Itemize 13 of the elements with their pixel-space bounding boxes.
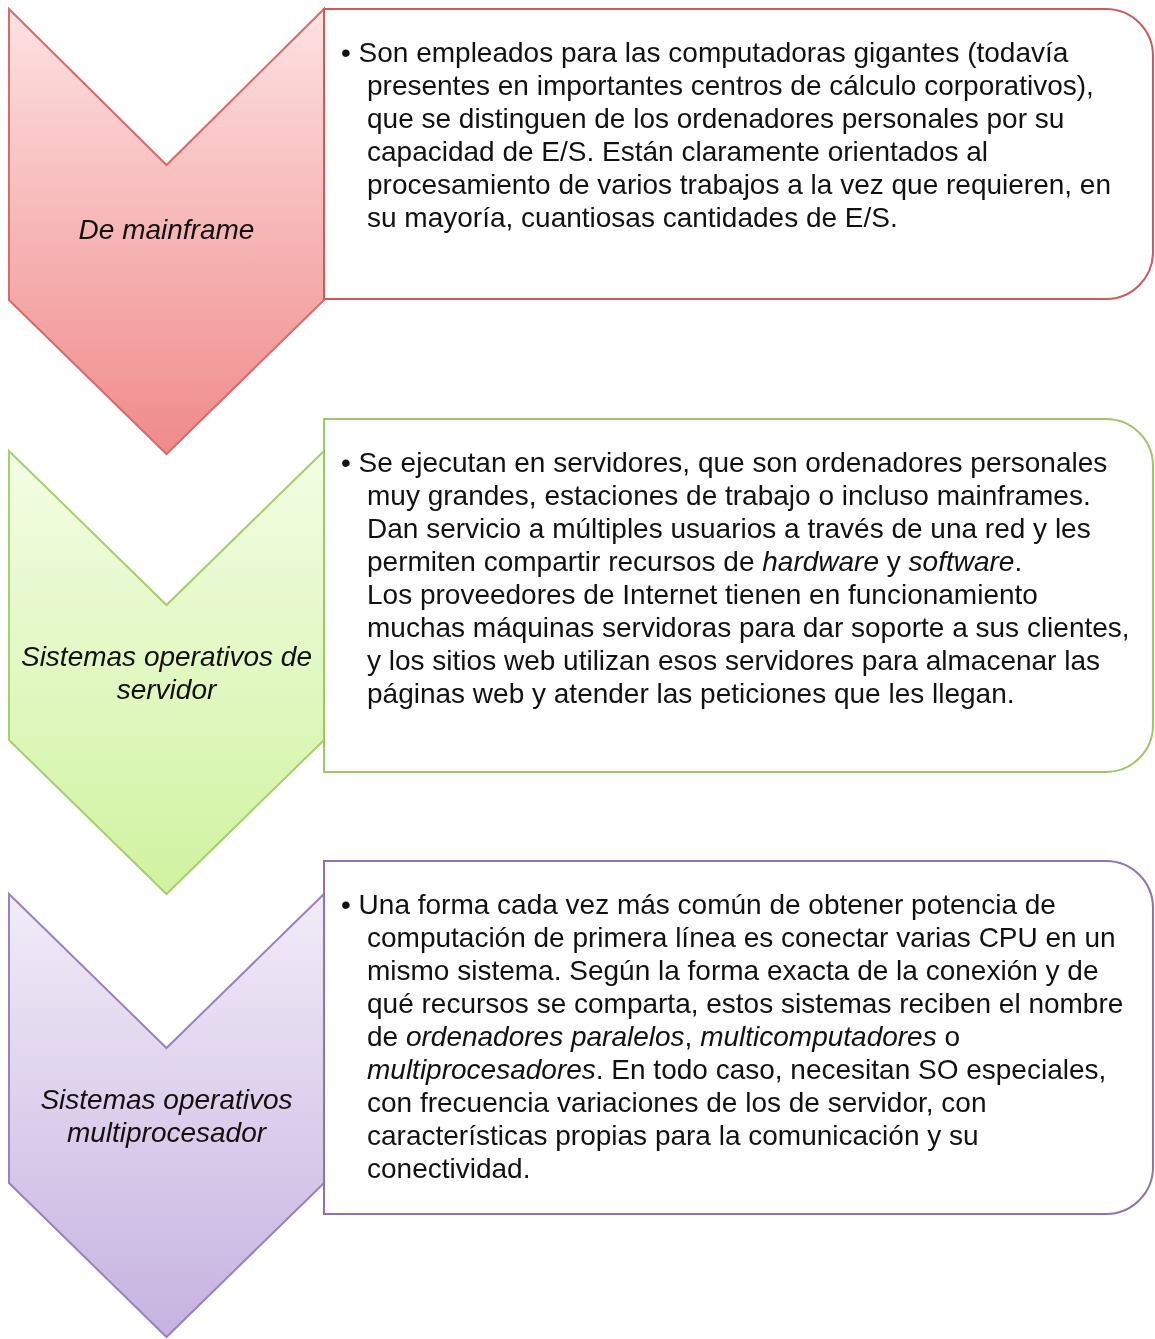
- text-panel: [323, 860, 1154, 1215]
- text-panel: [323, 418, 1154, 773]
- category-label: De mainframe: [77, 213, 256, 246]
- bullet-text: • Se ejecutan en servidores, que son ordenadores personales muy grandes, estaciones de trabajo o incluso mainframes. Dan servicio a múltiples usuarios a través de una red y les permiten compartir recursos de hardware y software.: [341, 446, 1109, 578]
- chevron-shape: [8, 8, 325, 455]
- bullet-text: • Son empleados para las computadoras gigantes (todavía presentes en importantes centros de cálculo corporativos), que se distinguen de los ordenadores personales por su capacidad de E/S. Están claramente orientados al procesamiento de varios trabajos a la vez que requieren, en su mayoría, cuantiosas cantidades de E/S.: [341, 36, 1112, 234]
- category-label: Sistemas operativos multiprocesador: [39, 1083, 294, 1149]
- text-panel: [323, 8, 1154, 300]
- chevron-shape: [8, 893, 325, 1338]
- paragraph-text: Los proveedores de Internet tienen en funcionamiento muchas máquinas servidoras para dar soporte a sus clientes, y los sitios web utilizan esos servidores para almacenar las páginas web y atender las peticiones que les llegan.: [367, 578, 1131, 710]
- chevron-shape: [8, 450, 325, 895]
- category-label: Sistemas operativos de servidor: [19, 640, 313, 706]
- bullet-text: • Una forma cada vez más común de obtener potencia de computación de primera línea es conectar varias CPU en un mismo sistema. Según la forma exacta de la conexión y de qué recursos se comparta, estos sistemas reciben el nombre de ordenadores paralelos, multicomputadores o multiprocesadores. En todo caso, necesitan SO especiales, con frecuencia variaciones de los de servidor, con características propias para la comunicación y su conectividad.: [341, 888, 1125, 1185]
